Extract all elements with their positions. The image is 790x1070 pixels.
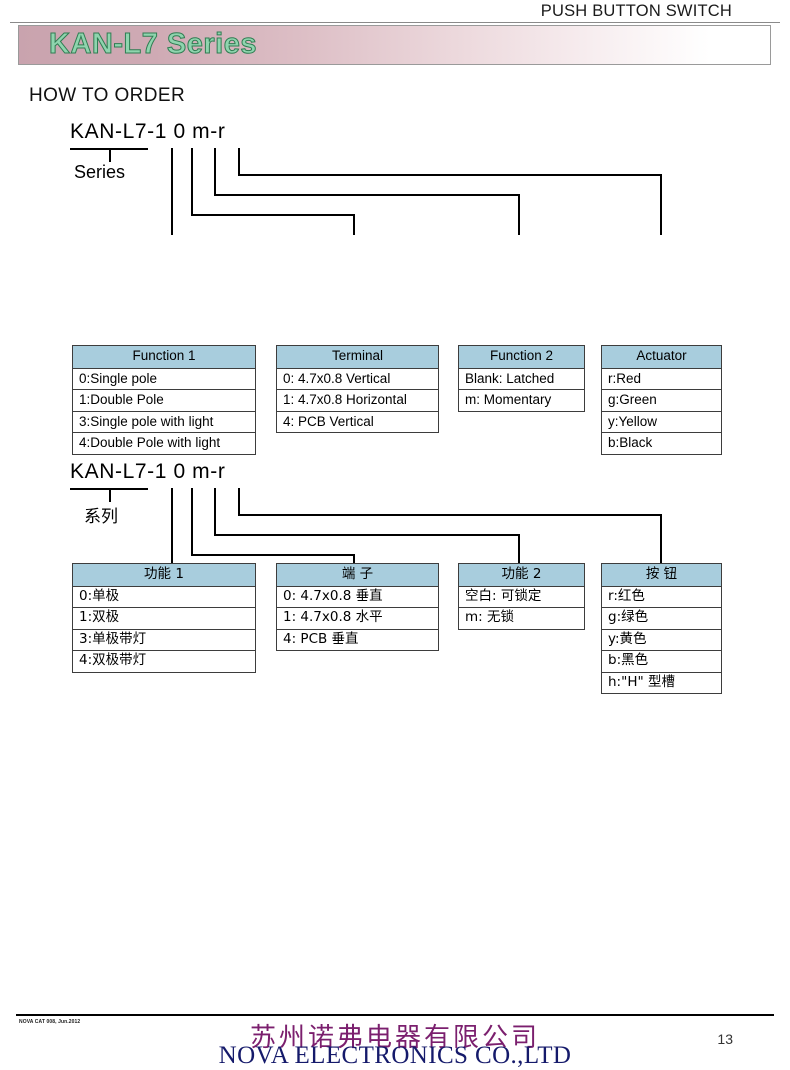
table-terminal: 端 子 0: 4.7x0.8 垂直 1: 4.7x0.8 水平 4: PCB 垂… <box>276 563 439 652</box>
leader-terminal-horz <box>191 554 355 556</box>
series-title: KAN-L7 Series <box>49 27 257 60</box>
table-function-1: Function 1 0:Single pole 1:Double Pole 3… <box>72 345 256 455</box>
series-tick <box>109 148 111 162</box>
table-row: r:Red <box>602 369 721 391</box>
table-row: 3:Single pole with light <box>73 412 255 434</box>
table-row: 0:单极 <box>73 587 255 609</box>
page-number: 13 <box>717 1031 733 1047</box>
leader-function-2-horz <box>214 194 520 196</box>
table-row: y:黄色 <box>602 630 721 652</box>
table-function-1: 功能 1 0:单极 1:双极 3:单极带灯 4:双极带灯 <box>72 563 256 673</box>
leader-actuator-vert-b <box>660 174 662 235</box>
table-row: 4:双极带灯 <box>79 652 147 669</box>
part-number-code: KAN-L7-1 0 m-r <box>70 460 226 483</box>
leader-function-1 <box>171 148 173 235</box>
table-row: g:绿色 <box>602 608 721 630</box>
table-row: 0: 4.7x0.8 垂直 <box>277 587 438 609</box>
leader-actuator-horz <box>238 174 662 176</box>
page-title: HOW TO ORDER <box>29 85 186 106</box>
series-tick <box>109 488 111 502</box>
leader-terminal-horz <box>191 214 355 216</box>
catalog-code: NOVA CAT 008, Jun.2012 <box>19 1019 81 1025</box>
table-header: 按 钮 <box>602 564 721 587</box>
table-row: b:黑色 <box>602 651 721 673</box>
table-row: 1: 4.7x0.8 Horizontal <box>277 390 438 412</box>
table-row: 4:Double Pole with light <box>79 435 221 451</box>
series-label: 系列 <box>84 507 118 527</box>
table-row: 1: 4.7x0.8 水平 <box>277 608 438 630</box>
table-header: Terminal <box>277 346 438 369</box>
table-row: 0:Single pole <box>73 369 255 391</box>
leader-terminal-vert-a <box>191 148 193 215</box>
table-header: 功能 1 <box>73 564 255 587</box>
leader-function-2-vert-a <box>214 488 216 535</box>
table-terminal: Terminal 0: 4.7x0.8 Vertical 1: 4.7x0.8 … <box>276 345 439 434</box>
table-row: Blank: Latched <box>459 369 584 391</box>
table-row: 1:双极 <box>73 608 255 630</box>
leader-function-2-horz <box>214 534 520 536</box>
table-row: 3:单极带灯 <box>73 630 255 652</box>
leader-terminal-vert-b <box>353 214 355 235</box>
table-header: Function 1 <box>73 346 255 369</box>
leader-actuator-horz <box>238 514 662 516</box>
leader-function-2-vert-b <box>518 534 520 575</box>
table-row: m: 无锁 <box>465 609 514 626</box>
series-title-bar: KAN-L7 Series <box>18 25 771 65</box>
table-row: y:Yellow <box>602 412 721 434</box>
leader-function-1 <box>171 488 173 575</box>
table-row: m: Momentary <box>465 392 552 408</box>
header-divider <box>10 22 780 23</box>
table-row: h:"H" 型槽 <box>608 673 675 690</box>
company-name-chinese: 苏州诺弗电器有限公司 <box>249 1023 540 1053</box>
table-row: 4: PCB Vertical <box>283 413 374 429</box>
table-function-2: Function 2 Blank: Latched m: Momentary <box>458 345 585 412</box>
table-function-2: 功能 2 空白: 可锁定 m: 无锁 <box>458 563 585 630</box>
leader-function-2-vert-a <box>214 148 216 195</box>
table-row: 0: 4.7x0.8 Vertical <box>277 369 438 391</box>
table-header: Function 2 <box>459 346 584 369</box>
leader-terminal-vert-a <box>191 488 193 555</box>
part-number-code: KAN-L7-1 0 m-r <box>70 120 226 143</box>
table-actuator: 按 钮 r:红色 g:绿色 y:黄色 b:黑色 h:"H" 型槽 <box>601 563 722 695</box>
table-header: Actuator <box>602 346 721 369</box>
footer-divider <box>16 1014 774 1016</box>
series-label: Series <box>74 162 126 182</box>
table-row: 4: PCB 垂直 <box>283 630 359 647</box>
table-actuator: Actuator r:Red g:Green y:Yellow b:Black <box>601 345 722 455</box>
table-header: 功能 2 <box>459 564 584 587</box>
table-row: 1:Double Pole <box>73 390 255 412</box>
table-row: g:Green <box>602 390 721 412</box>
table-row: r:红色 <box>602 587 721 609</box>
table-row: 空白: 可锁定 <box>459 587 584 609</box>
leader-actuator-vert-b <box>660 514 662 575</box>
company-name-english: NOVA ELECTRONICS CO.,LTD <box>218 1042 572 1069</box>
leader-function-2-vert-b <box>518 194 520 235</box>
leader-actuator-vert-a <box>238 488 240 515</box>
table-row: b:Black <box>608 435 653 451</box>
leader-actuator-vert-a <box>238 148 240 175</box>
table-header: 端 子 <box>277 564 438 587</box>
product-category-label: PUSH BUTTON SWITCH <box>540 2 732 20</box>
